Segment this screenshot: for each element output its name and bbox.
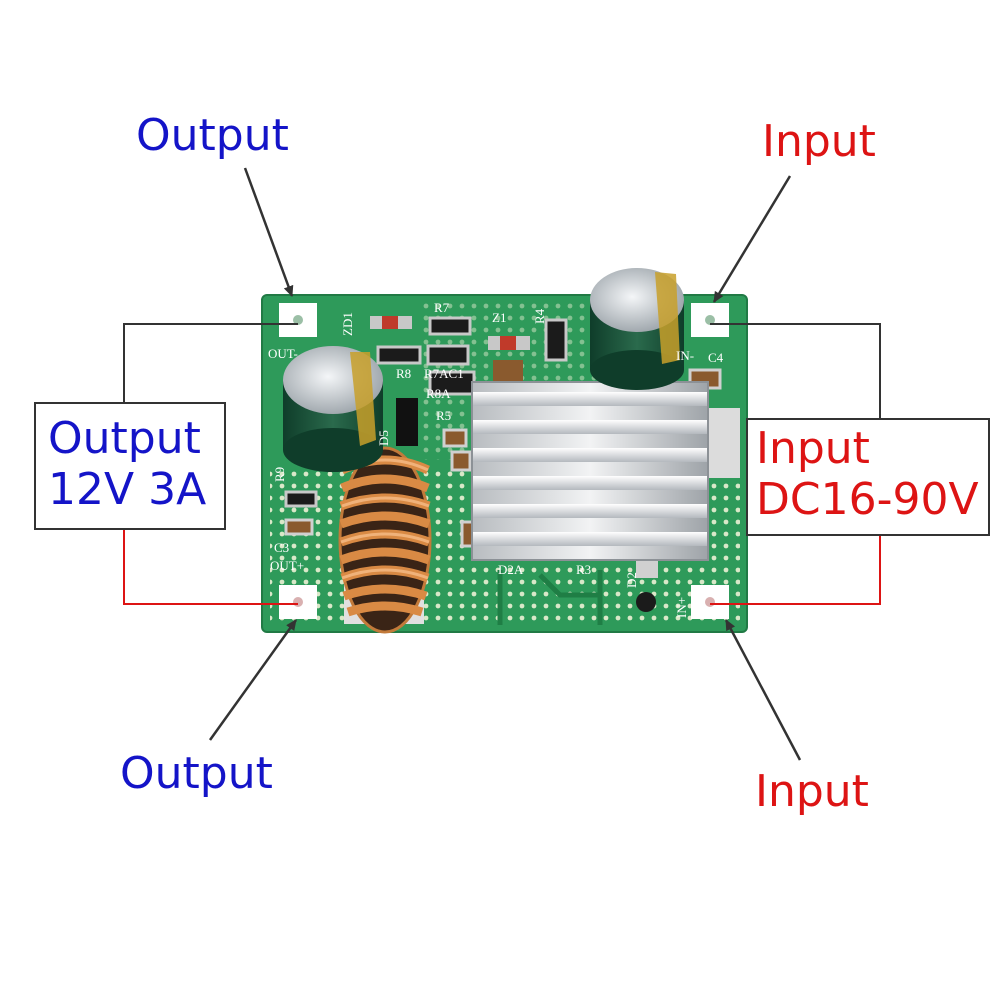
terminal-pad-out-minus xyxy=(279,303,317,337)
heat-sink xyxy=(471,381,709,561)
output-spec-title: Output xyxy=(48,413,201,464)
output-label-bottom: Output xyxy=(120,748,273,799)
arrow-input-bottom xyxy=(724,619,802,761)
svg-text:OUT-: OUT- xyxy=(268,346,298,361)
svg-text:ZD1: ZD1 xyxy=(340,312,355,336)
svg-text:Z1: Z1 xyxy=(492,310,506,325)
svg-text:D2A: D2A xyxy=(498,562,524,577)
svg-text:C3: C3 xyxy=(274,540,289,555)
svg-text:R7: R7 xyxy=(434,300,450,315)
output-spec-rating: 12V 3A xyxy=(48,463,207,515)
svg-text:OUT+: OUT+ xyxy=(270,558,304,573)
svg-text:R8: R8 xyxy=(396,366,411,381)
wire-output-negative xyxy=(123,323,298,402)
svg-text:C4: C4 xyxy=(708,350,724,365)
output-label-top: Output xyxy=(136,110,289,161)
input-spec-range: DC16-90V xyxy=(756,473,979,525)
arrow-output-bottom xyxy=(208,619,298,741)
svg-text:IN-: IN- xyxy=(676,348,694,363)
svg-text:R3: R3 xyxy=(576,562,591,577)
arrow-input-top xyxy=(712,175,792,303)
silkscreen-labels: ZD1 R7 Z1 R4 OUT- IN- C4 R8 R7AC1 R8A R5… xyxy=(268,300,724,618)
wire-input-positive xyxy=(710,536,881,605)
terminal-pad-in-plus xyxy=(691,585,729,619)
svg-text:R5: R5 xyxy=(436,408,451,423)
input-label-bottom: Input xyxy=(755,766,869,817)
terminal-pad-in-minus xyxy=(691,303,729,337)
wire-input-negative xyxy=(710,323,881,418)
svg-text:IN+: IN+ xyxy=(674,597,689,618)
arrow-output-top xyxy=(243,167,294,297)
capacitor-input xyxy=(590,268,684,390)
svg-text:D2: D2 xyxy=(624,572,639,588)
svg-text:D5: D5 xyxy=(376,430,391,446)
svg-text:R4: R4 xyxy=(532,308,547,324)
terminal-pad-out-plus xyxy=(279,585,317,619)
wire-output-positive xyxy=(123,530,298,605)
svg-text:R7AC1: R7AC1 xyxy=(424,366,464,381)
svg-text:R8A: R8A xyxy=(426,386,451,401)
output-spec-box: Output 12V 3A xyxy=(34,402,226,530)
input-spec-title: Input xyxy=(756,423,870,474)
capacitor-output xyxy=(283,346,383,472)
smd-components xyxy=(284,316,740,612)
input-label-top: Input xyxy=(762,116,876,167)
input-spec-box: Input DC16-90V xyxy=(746,418,990,536)
svg-text:R9: R9 xyxy=(272,467,287,482)
toroid-inductor xyxy=(338,446,432,634)
